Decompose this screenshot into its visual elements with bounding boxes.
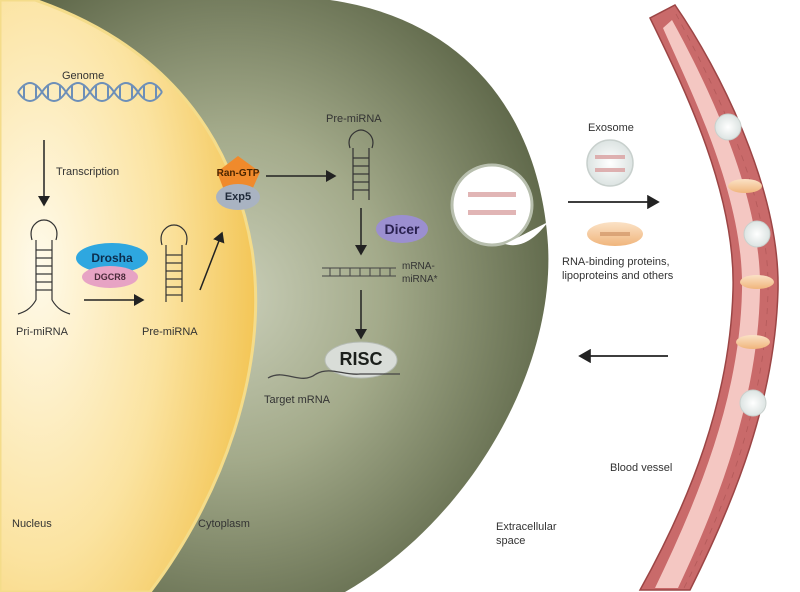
pre-mirna-cytoplasm-hairpin bbox=[348, 129, 374, 200]
genome-label: Genome bbox=[62, 70, 105, 82]
blood-vessel bbox=[638, 4, 779, 591]
dicer-shape bbox=[376, 215, 428, 243]
transcription-label: Transcription bbox=[56, 166, 120, 178]
pre-mirna-nucleus-hairpin bbox=[160, 224, 188, 302]
genome-dna bbox=[17, 82, 163, 102]
pri-mirna-hairpin bbox=[17, 219, 71, 315]
drosha-label: Drosha bbox=[91, 251, 133, 265]
ran-gtp-shape bbox=[217, 156, 260, 190]
budding-exosome bbox=[450, 163, 534, 247]
vessel-exosome-3 bbox=[739, 389, 767, 417]
drosha-shape bbox=[76, 243, 148, 273]
blood-vessel-label: Blood vessel bbox=[610, 462, 673, 474]
exosome-icon bbox=[586, 139, 634, 187]
vessel-protein-3 bbox=[736, 335, 770, 349]
rbp-label-line1: RNA-binding proteins, bbox=[562, 256, 670, 268]
export-arrow bbox=[199, 231, 225, 291]
dgcr8-label: DGCR8 bbox=[94, 272, 126, 282]
target-mrna-label: Target mRNA bbox=[264, 394, 331, 406]
exp5-label: Exp5 bbox=[224, 191, 252, 203]
blood-vessel-lumen bbox=[655, 20, 761, 588]
extracellular-label-line1: Extracellular bbox=[496, 521, 557, 533]
rbp-label-line2: lipoproteins and others bbox=[562, 270, 674, 282]
cytoplasm-label: Cytoplasm bbox=[198, 518, 250, 530]
ran-gtp-label: Ran-GTP bbox=[216, 167, 260, 179]
exp5-shape bbox=[216, 184, 260, 210]
risc-shape bbox=[324, 341, 398, 379]
extracellular-label-line2: space bbox=[496, 535, 526, 547]
dicer-label: Dicer bbox=[384, 221, 420, 237]
pre-mirna-cytoplasm-label: Pre-miRNA bbox=[326, 113, 382, 125]
mirna-duplex bbox=[322, 267, 396, 277]
risc-label: RISC bbox=[339, 348, 383, 369]
dgcr8-shape bbox=[82, 266, 138, 288]
target-mrna-strand bbox=[267, 370, 400, 379]
nucleus-label: Nucleus bbox=[12, 518, 52, 530]
exosome-label: Exosome bbox=[588, 122, 634, 134]
nucleus-region bbox=[0, 0, 258, 592]
vessel-protein-2 bbox=[740, 275, 774, 289]
vessel-protein-1 bbox=[728, 179, 762, 193]
mrna-mirna-label-line1: mRNA- bbox=[402, 261, 435, 272]
vessel-exosome-2 bbox=[743, 220, 771, 248]
pri-mirna-label: Pri-miRNA bbox=[16, 326, 68, 338]
mrna-mirna-label-line2: miRNA* bbox=[402, 274, 438, 285]
vessel-exosome-1 bbox=[714, 113, 742, 141]
pre-mirna-nucleus-label: Pre-miRNA bbox=[142, 326, 198, 338]
